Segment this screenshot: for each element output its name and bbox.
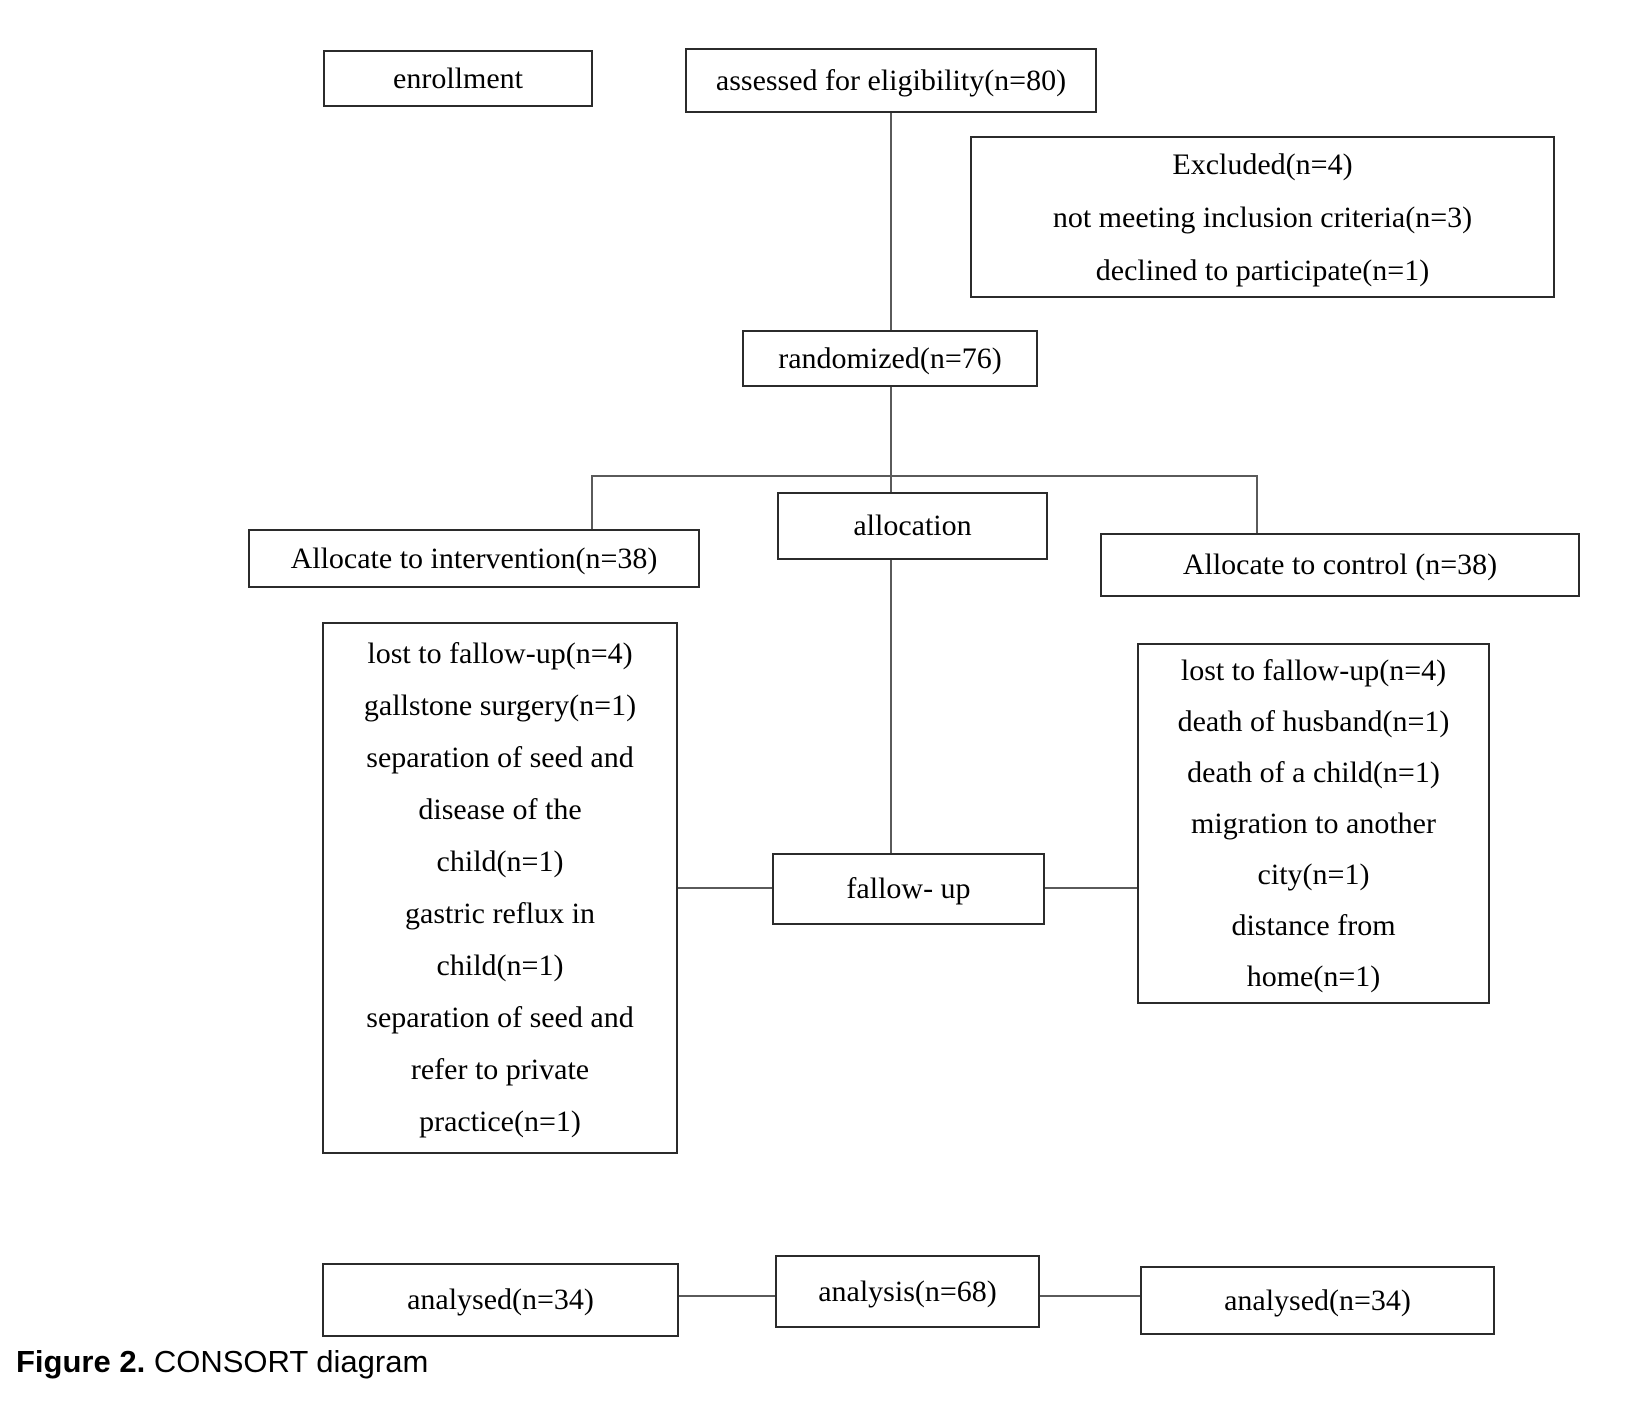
node-allocate-control-line: Allocate to control (n=38) [1182,548,1498,581]
node-intervention-lost-line: child(n=1) [436,949,564,982]
node-enrollment: enrollment [323,50,593,107]
node-intervention-lost-line: lost to fallow-up(n=4) [367,637,633,670]
node-excluded-line: Excluded(n=4) [1172,147,1353,181]
figure-caption-text: CONSORT diagram [145,1344,429,1379]
node-allocation: allocation [777,492,1048,560]
node-intervention-lost-line: practice(n=1) [419,1105,581,1138]
node-control-lost-line: death of husband(n=1) [1177,705,1450,738]
node-intervention-lost-line: refer to private [410,1053,590,1086]
node-analysed-intervention-line: analysed(n=34) [407,1283,594,1316]
node-follow-up: fallow- up [772,853,1045,925]
node-excluded-line: not meeting inclusion criteria(n=3) [1052,200,1473,234]
node-intervention-lost-line: separation of seed and [366,741,634,774]
node-control-lost-line: migration to another [1191,807,1436,840]
node-intervention-lost-line: separation of seed and [366,1001,634,1034]
node-analysis-line: analysis(n=68) [818,1274,997,1308]
node-control-lost-line: city(n=1) [1257,858,1370,891]
node-excluded: Excluded(n=4) not meeting inclusion crite… [970,136,1555,298]
node-intervention-lost-line: gastric reflux in [405,897,595,930]
node-control-lost-line: home(n=1) [1246,960,1381,993]
node-intervention-lost-line: disease of the [418,793,582,826]
node-follow-up-line: fallow- up [846,872,971,905]
figure-caption: Figure 2. CONSORT diagram [16,1344,428,1380]
node-control-lost: lost to fallow-up(n=4) death of husband(n… [1137,643,1490,1004]
node-allocate-control: Allocate to control (n=38) [1100,533,1580,597]
node-enrollment-line: enrollment [393,61,523,95]
node-assessed: assessed for eligibility(n=80) [685,48,1097,113]
node-allocate-intervention: Allocate to intervention(n=38) [248,529,700,588]
node-analysed-control: analysed(n=34) [1140,1266,1495,1335]
node-analysis: analysis(n=68) [775,1255,1040,1328]
node-control-lost-line: distance from [1231,909,1396,942]
node-excluded-line: declined to participate(n=1) [1095,253,1430,287]
node-analysed-control-line: analysed(n=34) [1224,1283,1411,1317]
node-analysed-intervention: analysed(n=34) [322,1263,679,1337]
figure-caption-label: Figure 2. [16,1344,146,1379]
node-control-lost-line: lost to fallow-up(n=4) [1180,654,1447,687]
node-allocation-line: allocation [853,509,972,542]
node-assessed-line: assessed for eligibility(n=80) [715,63,1067,97]
node-randomized-line: randomized(n=76) [778,341,1002,375]
node-intervention-lost-line: child(n=1) [436,845,564,878]
node-allocate-intervention-line: Allocate to intervention(n=38) [290,541,658,575]
node-intervention-lost-line: gallstone surgery(n=1) [363,689,637,722]
node-control-lost-line: death of a child(n=1) [1187,756,1440,789]
node-randomized: randomized(n=76) [742,330,1038,387]
node-intervention-lost: lost to fallow-up(n=4) gallstone surgery(… [322,622,678,1154]
